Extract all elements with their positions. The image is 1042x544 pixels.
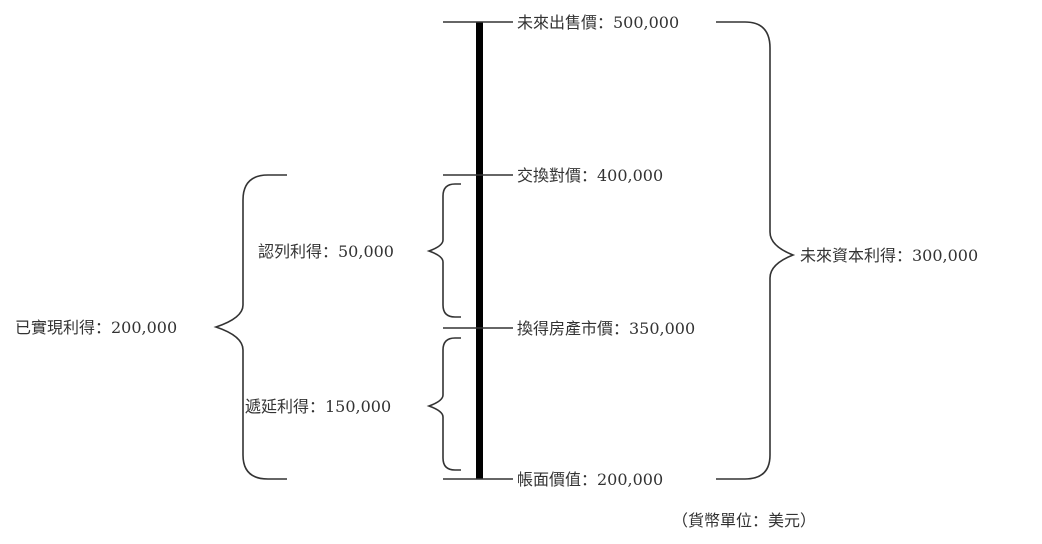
brace-future-capital-gain (716, 21, 796, 480)
value-axis-bar (476, 22, 483, 479)
unit-note: （貨幣單位：美元） (672, 511, 816, 530)
label-realized-gain: 已實現利得：200,000 (15, 318, 177, 337)
label-future-sale-price: 未來出售價：500,000 (517, 13, 679, 32)
label-future-capital-gain: 未來資本利得：300,000 (800, 246, 978, 265)
label-deferred-gain: 遞延利得：150,000 (245, 397, 391, 416)
label-book-value: 帳面價值：200,000 (517, 470, 663, 489)
brace-recognized-gain (426, 183, 461, 318)
label-exchange-consideration: 交換對價：400,000 (517, 166, 663, 185)
label-acquired-property-fmv: 換得房產市價：350,000 (517, 319, 695, 338)
brace-deferred-gain (426, 337, 461, 471)
label-recognized-gain: 認列利得：50,000 (258, 242, 394, 261)
brace-realized-gain (213, 174, 287, 480)
